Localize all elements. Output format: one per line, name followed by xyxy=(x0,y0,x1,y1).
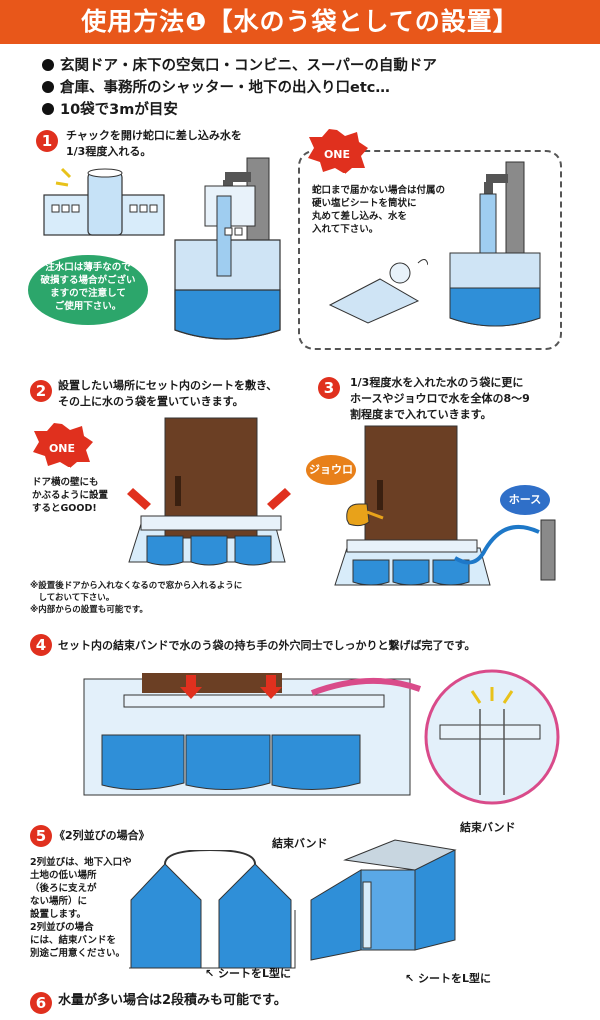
watering-illustration xyxy=(334,425,556,586)
step-2-line: その上に水のう袋を置いていきます。 xyxy=(58,395,244,408)
one-point-line: かぶるように設置 xyxy=(32,490,109,501)
sheet-label-text: シートをL型に xyxy=(418,972,492,985)
bullet-dot-icon xyxy=(42,59,54,71)
arrow-icon: ↖ xyxy=(405,972,419,985)
sheet-label-right: ↖ シートをL型に xyxy=(405,970,491,986)
step-2-notes: ※設置後ドアから入れなくなるので窓から入れるように しておいて下さい。 ※内部か… xyxy=(30,580,300,616)
one-point-text: 蛇口まで届かない場合は付属の 硬い塩ビシートを筒状に 丸めて差し込み、水を 入れ… xyxy=(312,184,462,236)
step-3-line: ホースやジョウロで水を全体の8～9 xyxy=(350,392,530,405)
page-title: 使用方法❶【水のう袋としての設置】 xyxy=(0,0,600,44)
bullet-text: 玄関ドア・床下の空気口・コンビニ、スーパーの自動ドア xyxy=(60,58,437,74)
bullet-dot-icon xyxy=(42,103,54,115)
caution-line: 注水口は薄手なので xyxy=(45,262,131,273)
step-6-text: 水量が多い場合は2段積みも可能です。 xyxy=(58,993,287,1008)
bullet-dot-icon xyxy=(42,81,54,93)
desc-line: には、結束バンドを xyxy=(30,935,116,946)
two-row-front-illustration xyxy=(129,850,296,969)
hose-label: ホース xyxy=(500,485,550,515)
jouro-label: ジョウロ xyxy=(306,455,356,485)
band-label-right: 結束バンド xyxy=(460,821,516,834)
step-1-number: 1 xyxy=(36,130,58,152)
step-1-text: チャックを開け蛇口に差し込み水を 1/3程度入れる。 xyxy=(66,128,296,160)
desc-line: 土地の低い場所 xyxy=(30,870,97,881)
step-4-number: 4 xyxy=(30,634,52,656)
step-5-number: 5 xyxy=(30,825,52,847)
step-3-line: 割程度まで入れていきます。 xyxy=(350,408,492,421)
connected-bags-illustration xyxy=(83,669,560,805)
note-line: ※内部からの設置も可能です。 xyxy=(30,605,148,615)
desc-line: 設置します。 xyxy=(30,909,87,920)
band-label-left: 結束バンド xyxy=(272,837,328,850)
bullet-item: 10袋で3mが目安 xyxy=(42,98,178,119)
step-2-line: 設置したい場所にセット内のシートを敷き、 xyxy=(58,379,278,392)
desc-line: 2列並びは、地下入口や xyxy=(30,857,132,868)
arrow-icon: ↖ xyxy=(205,967,219,980)
bullet-text: 10袋で3mが目安 xyxy=(60,102,178,118)
bullet-text: 倉庫、事務所のシャッター・地下の出入り口etc… xyxy=(60,80,390,96)
one-point-line: 入れて下さい。 xyxy=(312,224,379,235)
one-point-line: 硬い塩ビシートを筒状に xyxy=(312,198,417,209)
one-point-box xyxy=(298,150,562,350)
desc-line: ない場所）に xyxy=(30,896,88,907)
desc-line: 別途ご用意ください。 xyxy=(30,948,126,959)
one-point-text: POINT! xyxy=(315,171,359,184)
bullet-item: 玄関ドア・床下の空気口・コンビニ、スーパーの自動ドア xyxy=(42,54,437,75)
step-3-line: 1/3程度水を入れた水のう袋に更に xyxy=(350,376,524,389)
one-point-line: するとGOOD! xyxy=(32,503,97,514)
step-2-text: 設置したい場所にセット内のシートを敷き、 その上に水のう袋を置いていきます。 xyxy=(58,378,308,410)
caution-bubble: 注水口は薄手なので 破損する場合がござい ますので注意して ご使用下さい。 xyxy=(28,255,148,325)
caution-line: 破損する場合がござい xyxy=(40,275,136,286)
one-point-text: ONE xyxy=(48,442,76,455)
step-6-number: 6 xyxy=(30,992,52,1014)
sheet-label-left: ↖ シートをL型に xyxy=(205,965,291,981)
step-5-description: 2列並びは、地下入口や 土地の低い場所 （後ろに支えが ない場所）に 設置します… xyxy=(30,856,160,960)
bag-zipper-illustration xyxy=(43,167,165,236)
two-row-perspective-illustration xyxy=(310,839,457,961)
caution-line: ご使用下さい。 xyxy=(54,301,122,312)
step-1-line: チャックを開け蛇口に差し込み水を xyxy=(66,129,242,142)
one-point-line: 丸めて差し込み、水を xyxy=(312,211,408,222)
one-point-badge: ONE POINT! xyxy=(30,422,94,478)
rolled-sheet-illustration xyxy=(328,259,428,324)
bullet-item: 倉庫、事務所のシャッター・地下の出入り口etc… xyxy=(42,76,390,97)
step-3-number: 3 xyxy=(318,377,340,399)
door-bags-illustration xyxy=(127,417,291,566)
step-4-text: セット内の結束バンドで水のう袋の持ち手の外穴同士でしっかりと繋げば完了です。 xyxy=(58,639,476,652)
one-point-text: POINT! xyxy=(40,465,84,478)
sheet-label-text: シートをL型に xyxy=(218,967,292,980)
faucet-bag-illustration xyxy=(174,157,281,340)
one-point-line: 蛇口まで届かない場合は付属の xyxy=(312,185,446,196)
one-point-text: ONE xyxy=(323,148,351,161)
caution-line: ますので注意して xyxy=(50,288,126,299)
one-point-line: ドア横の壁にも xyxy=(32,477,99,488)
note-line: ※設置後ドアから入れなくなるので窓から入れるように xyxy=(30,581,243,591)
step-2-number: 2 xyxy=(30,380,52,402)
one-point-badge: ONE POINT! xyxy=(305,128,369,184)
step-3-text: 1/3程度水を入れた水のう袋に更に ホースやジョウロで水を全体の8～9 割程度ま… xyxy=(350,375,590,423)
one-point-text: ドア横の壁にも かぶるように設置 するとGOOD! xyxy=(32,476,142,515)
point-faucet-illustration xyxy=(449,161,541,327)
desc-line: 2列並びの場合 xyxy=(30,922,94,933)
step-5-title: 《2列並びの場合》 xyxy=(54,829,150,842)
step-1-line: 1/3程度入れる。 xyxy=(66,145,152,158)
note-line: しておいて下さい。 xyxy=(30,593,115,603)
desc-line: （後ろに支えが xyxy=(30,883,97,894)
